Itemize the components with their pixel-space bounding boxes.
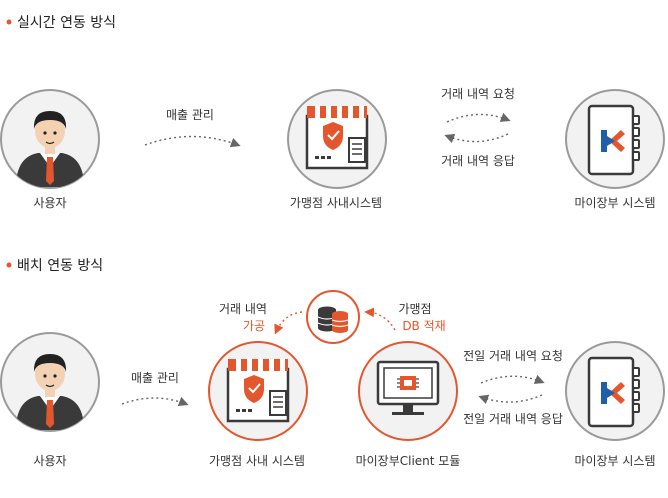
batch-client-label: 마이장부Client 모듈 bbox=[356, 454, 461, 468]
realtime-system-node bbox=[565, 89, 665, 189]
realtime-merchant-node bbox=[287, 89, 387, 189]
batch-response-label: 전일 거래 내역 응답 bbox=[463, 412, 563, 426]
realtime-request-label: 거래 내역 요청 bbox=[441, 87, 515, 101]
sales-management-arrow bbox=[121, 396, 189, 407]
store-icon bbox=[226, 357, 290, 423]
header-bullet-icon bbox=[6, 19, 12, 25]
batch-user-node bbox=[0, 332, 100, 432]
realtime-user-node bbox=[0, 89, 100, 189]
load-arrow bbox=[364, 307, 396, 331]
mybook-system-icon bbox=[587, 104, 641, 176]
batch-load-label-1: 가맹점 bbox=[398, 302, 431, 316]
realtime-system-label: 마이장부 시스템 bbox=[574, 196, 655, 210]
request-arrow bbox=[480, 374, 545, 384]
batch-process-label-2: 가공 bbox=[243, 319, 265, 333]
batch-header: 배치 연동 방식 bbox=[17, 258, 103, 274]
process-arrow bbox=[274, 311, 303, 335]
sales-management-arrow bbox=[144, 135, 241, 148]
realtime-response-label: 거래 내역 응답 bbox=[441, 154, 515, 168]
batch-load-label-2: DB 적재 bbox=[402, 319, 445, 333]
batch-system-node bbox=[565, 341, 665, 441]
batch-system-label: 마이장부 시스템 bbox=[574, 454, 655, 468]
store-icon bbox=[305, 104, 369, 170]
realtime-section: 실시간 연동 방식 사용자 매출 관리 가맹점 사내시스템 거래 내역 요청 거… bbox=[0, 15, 665, 210]
response-arrow bbox=[478, 394, 543, 404]
realtime-header: 실시간 연동 방식 bbox=[17, 15, 116, 31]
batch-merchant-label: 가맹점 사내 시스템 bbox=[209, 454, 305, 468]
batch-request-label: 전일 거래 내역 요청 bbox=[463, 349, 563, 363]
response-arrow bbox=[444, 133, 509, 144]
batch-process-label-1: 거래 내역 bbox=[219, 302, 267, 316]
batch-user-label: 사용자 bbox=[33, 454, 66, 468]
realtime-user-label: 사용자 bbox=[33, 196, 66, 210]
batch-db-node bbox=[306, 290, 360, 344]
header-bullet-icon bbox=[6, 262, 12, 268]
batch-arrow-label: 매출 관리 bbox=[131, 371, 179, 385]
realtime-arrow-label: 매출 관리 bbox=[166, 108, 214, 122]
batch-merchant-node bbox=[208, 341, 308, 441]
realtime-merchant-label: 가맹점 사내시스템 bbox=[290, 196, 382, 210]
mybook-system-icon bbox=[587, 356, 641, 428]
batch-client-node bbox=[358, 341, 458, 441]
request-arrow bbox=[446, 112, 511, 123]
batch-section: 배치 연동 방식 사용자 매출 관리 가맹점 사내 시스템 거래 내역 가공 bbox=[0, 258, 665, 468]
